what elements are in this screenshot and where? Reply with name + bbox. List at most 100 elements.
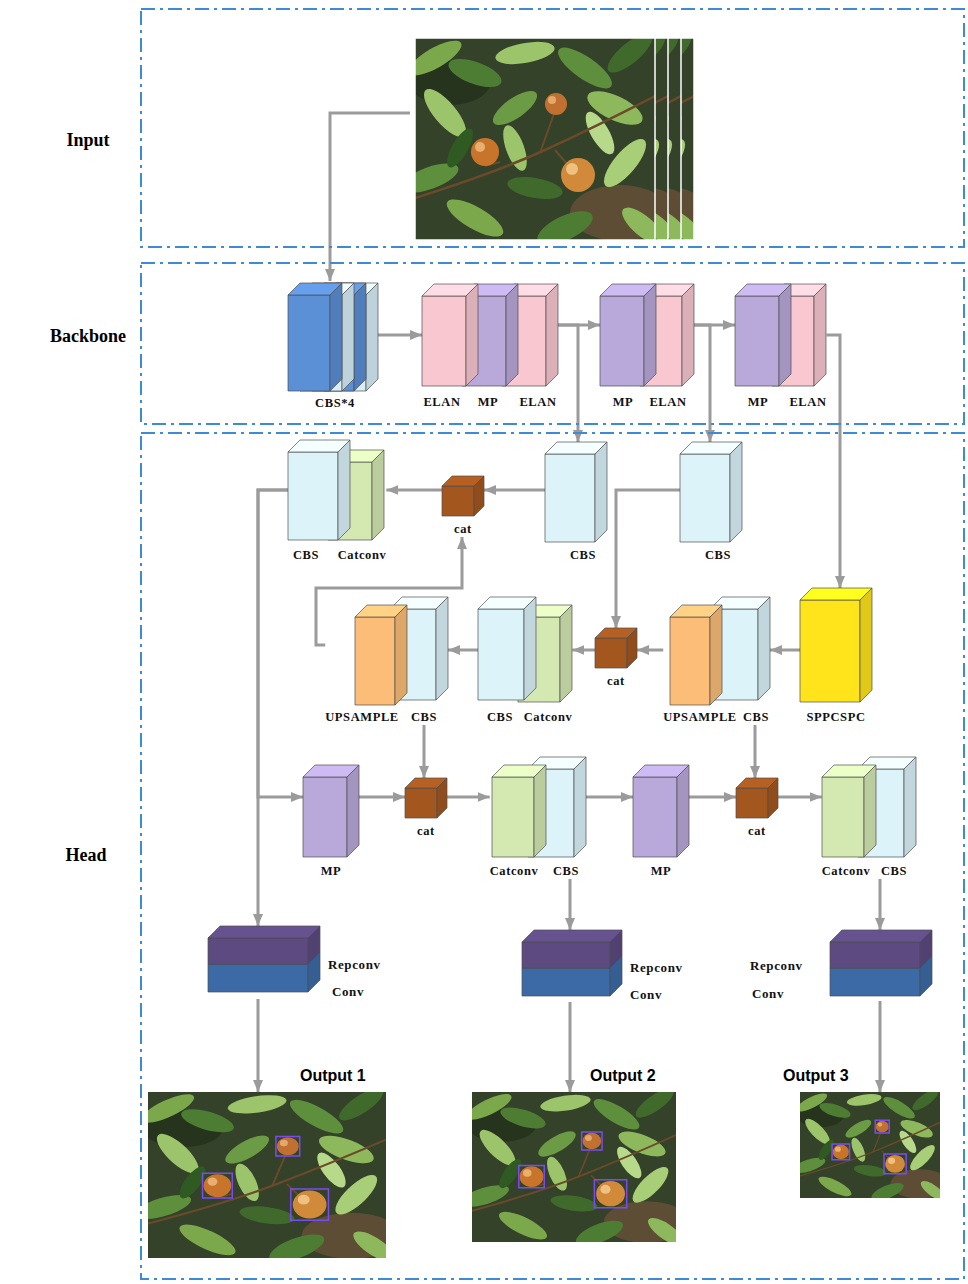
- block-label: Catconv: [524, 710, 573, 725]
- flow-arrow: [378, 334, 422, 337]
- block-face: [779, 284, 791, 386]
- block-face: [355, 617, 395, 705]
- block-face: [347, 765, 359, 857]
- block-label: cat: [748, 824, 766, 839]
- label-holder: cat: [607, 674, 625, 689]
- flow-arrow: [689, 796, 736, 799]
- block-label: Conv: [332, 984, 364, 999]
- block-face: [830, 942, 920, 968]
- conv-stack-block: CBS*4: [288, 283, 378, 411]
- layer-block-outline: [800, 588, 872, 702]
- label-holder: CBS: [293, 548, 319, 563]
- photo: [398, 27, 670, 251]
- layer-block-outline: [670, 605, 722, 705]
- block-face: [610, 930, 622, 968]
- output-image: Output 1: [148, 1092, 386, 1258]
- layer-block-outline: [422, 284, 478, 386]
- label-holder: Repconv: [750, 958, 803, 973]
- layer-block: CBS: [478, 597, 536, 725]
- flow-arrow: [257, 999, 260, 1092]
- layer-block-outline: [545, 442, 607, 542]
- block-face: [595, 638, 627, 668]
- layer-block-outline: [303, 765, 359, 857]
- block-face: [670, 617, 710, 705]
- label-holder: CBS: [705, 548, 731, 563]
- label-holder: MP: [478, 395, 499, 410]
- output-image-outline: [148, 1092, 386, 1258]
- label-holder: ELAN: [789, 395, 826, 410]
- block-label: Catconv: [338, 548, 387, 563]
- block-face: [405, 788, 437, 818]
- block-face: [308, 926, 320, 964]
- block-face: [442, 486, 474, 516]
- block-face: [800, 600, 860, 702]
- concat-cube: cat: [442, 476, 484, 537]
- block-face: [338, 440, 350, 540]
- block-face: [506, 284, 518, 386]
- head-conv-slab: Repconv: [522, 930, 683, 975]
- label-holder: Output 3: [783, 1066, 849, 1085]
- label-holder: Input: [66, 129, 109, 151]
- stage-band-outline: [140, 8, 965, 248]
- stage-label: Head: [66, 844, 107, 866]
- block-face: [522, 968, 610, 996]
- layer-block: MP: [735, 284, 791, 410]
- detections: [519, 1132, 627, 1208]
- block-face: [735, 296, 779, 386]
- layer-block: UPSAMPLE: [663, 605, 737, 725]
- label-holder: CBS: [487, 710, 513, 725]
- block-label: UPSAMPLE: [663, 710, 737, 725]
- block-face: [574, 757, 586, 857]
- label-holder: Catconv: [822, 864, 871, 879]
- block-label: Repconv: [750, 958, 803, 973]
- block-label: MP: [321, 864, 342, 879]
- detections: [832, 1120, 906, 1174]
- block-label: MP: [613, 395, 634, 410]
- layer-block-outline: [478, 597, 536, 700]
- label-holder: Head: [66, 844, 107, 866]
- block-face: [920, 930, 932, 968]
- block-face: [208, 964, 308, 992]
- block-face: [904, 757, 916, 857]
- concat-cube: cat: [595, 628, 637, 689]
- label-holder: CBS*4: [315, 396, 355, 411]
- block-label: MP: [748, 395, 769, 410]
- block-label: SPPCSPC: [806, 710, 865, 725]
- block-face: [522, 930, 622, 942]
- block-face: [822, 777, 864, 857]
- flow-arrow: [448, 649, 478, 652]
- block-label: MP: [651, 864, 672, 879]
- flow-arrow: [569, 879, 572, 930]
- photo: [790, 1086, 949, 1204]
- block-face: [830, 968, 920, 996]
- layer-block: Catconv: [490, 765, 546, 879]
- band-border: [141, 9, 964, 247]
- stage-label: Backbone: [50, 325, 126, 347]
- flow-arrow: [616, 490, 680, 628]
- flow-arrow: [586, 796, 633, 799]
- layer-block-outline: [735, 284, 791, 386]
- layer-block: MP: [633, 765, 689, 879]
- concat-cube-outline: [442, 476, 484, 516]
- block-face: [208, 938, 308, 964]
- block-label: Repconv: [630, 960, 683, 975]
- block-face: [437, 778, 447, 818]
- flow-arrow: [778, 796, 822, 799]
- label-holder: Repconv: [630, 960, 683, 975]
- block-face: [546, 284, 558, 386]
- input-photo: [398, 27, 670, 251]
- block-face: [600, 296, 644, 386]
- label-holder: Output 2: [590, 1066, 656, 1085]
- layer-block-outline: [288, 440, 350, 540]
- block-label: ELAN: [649, 395, 686, 410]
- block-face: [800, 588, 872, 600]
- input-arrow: [330, 113, 410, 281]
- layer-block-outline: [822, 765, 876, 857]
- block-face: [758, 597, 770, 700]
- block-label: CBS: [487, 710, 513, 725]
- frame-edge: [415, 38, 655, 240]
- label-holder: Conv: [630, 987, 662, 1002]
- concat-cube: cat: [405, 778, 447, 839]
- stage-band: Input: [140, 8, 965, 248]
